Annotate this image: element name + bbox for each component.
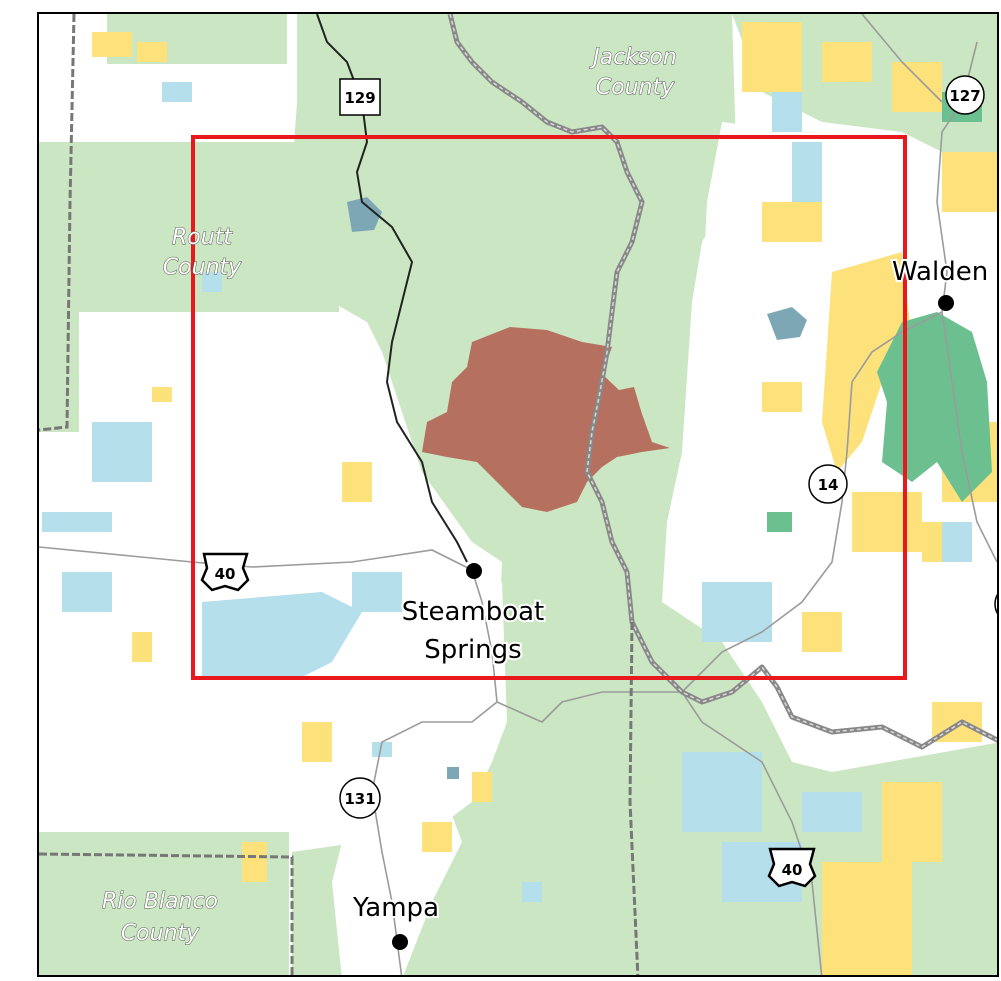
study-area-box <box>191 135 907 680</box>
county-boundaries <box>39 14 997 975</box>
us-40-west-shield: 40 <box>200 552 250 592</box>
svg-text:40: 40 <box>215 565 236 583</box>
water-bodies <box>347 197 807 779</box>
yampa-town-icon <box>392 934 408 950</box>
highway-14-shield: 14 <box>808 464 848 504</box>
rio-blanco-county-label-2: County <box>121 921 200 946</box>
svg-text:131: 131 <box>344 790 375 808</box>
svg-text:40: 40 <box>782 861 803 879</box>
jackson-county-label-2: County <box>596 75 675 100</box>
rio-blanco-county-label: Rio Blanco <box>102 889 218 914</box>
steamboat-springs-town-icon <box>466 563 482 579</box>
highway-131-shield: 131 <box>339 777 381 819</box>
svg-text:14: 14 <box>818 476 839 494</box>
steamboat-label: Steamboat <box>402 597 545 627</box>
state-trust-land <box>42 82 972 902</box>
jackson-county-label: Jackson <box>589 45 677 70</box>
walden-label: Walden <box>892 257 988 287</box>
highway-129-shield: 129 <box>339 78 381 116</box>
svg-text:127: 127 <box>949 87 980 105</box>
routt-county-label: Routt <box>172 225 233 250</box>
map-canvas: Jackson County Routt County Rio Blanco C… <box>39 14 997 975</box>
map-frame: Jackson County Routt County Rio Blanco C… <box>37 12 999 977</box>
svg-text:129: 129 <box>344 89 375 107</box>
fire-perimeter <box>422 327 670 512</box>
partial-shield-icon <box>994 593 997 615</box>
walden-town-icon <box>938 295 954 311</box>
yampa-label: Yampa <box>352 893 439 923</box>
us-40-east-shield: 40 <box>767 847 817 888</box>
routt-county-label-2: County <box>163 255 242 280</box>
highway-127-shield: 127 <box>945 75 985 115</box>
springs-label: Springs <box>424 635 521 665</box>
